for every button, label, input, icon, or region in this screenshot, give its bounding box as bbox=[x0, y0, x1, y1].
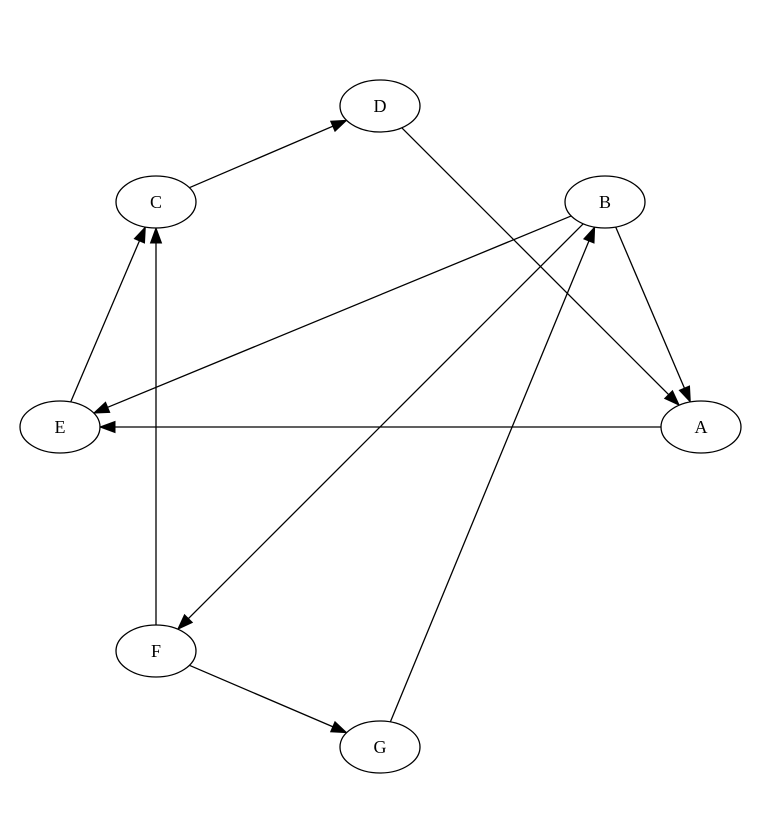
edge-line bbox=[389, 240, 590, 723]
node-ellipse bbox=[115, 624, 197, 678]
node-ellipse bbox=[339, 79, 421, 133]
edges-layer bbox=[70, 119, 691, 734]
arrowhead-icon bbox=[582, 225, 596, 244]
edge-B-to-F bbox=[176, 223, 584, 631]
node-label: F bbox=[151, 641, 161, 661]
node-ellipse bbox=[339, 720, 421, 774]
arrowhead-icon bbox=[98, 420, 116, 434]
node-ellipse bbox=[19, 400, 101, 454]
edge-F-to-G bbox=[189, 664, 348, 734]
arrowhead-icon bbox=[133, 225, 146, 244]
node-ellipse bbox=[564, 175, 646, 229]
node-A: A bbox=[660, 400, 742, 454]
edge-line bbox=[70, 240, 141, 403]
edge-F-to-C bbox=[149, 226, 163, 625]
arrowhead-icon bbox=[176, 613, 194, 631]
edge-G-to-B bbox=[389, 225, 596, 723]
arrowhead-icon bbox=[329, 720, 348, 734]
edge-C-to-D bbox=[189, 119, 348, 189]
node-B: B bbox=[564, 175, 646, 229]
edge-line bbox=[187, 223, 584, 620]
nodes-layer: A B C D E F G bbox=[19, 79, 742, 774]
node-label: D bbox=[374, 96, 387, 116]
edge-E-to-C bbox=[70, 225, 146, 403]
node-label: A bbox=[695, 417, 708, 437]
edge-D-to-A bbox=[401, 127, 681, 407]
arrowhead-icon bbox=[149, 226, 163, 244]
edge-A-to-E bbox=[98, 420, 661, 434]
node-G: G bbox=[339, 720, 421, 774]
arrowhead-icon bbox=[663, 389, 681, 407]
arrowhead-icon bbox=[92, 401, 111, 414]
node-ellipse bbox=[115, 175, 197, 229]
node-label: E bbox=[55, 417, 66, 437]
node-C: C bbox=[115, 175, 197, 229]
edge-line bbox=[107, 215, 572, 408]
node-ellipse bbox=[660, 400, 742, 454]
edge-line bbox=[401, 127, 670, 396]
arrowhead-icon bbox=[678, 385, 691, 404]
node-label: B bbox=[599, 192, 611, 212]
edge-line bbox=[615, 226, 686, 389]
node-F: F bbox=[115, 624, 197, 678]
edge-B-to-A bbox=[615, 226, 691, 404]
edge-B-to-E bbox=[92, 215, 572, 414]
edge-line bbox=[189, 125, 334, 189]
edge-line bbox=[189, 664, 334, 728]
node-D: D bbox=[339, 79, 421, 133]
node-label: C bbox=[150, 192, 162, 212]
node-label: G bbox=[374, 737, 387, 757]
arrowhead-icon bbox=[329, 119, 348, 133]
node-E: E bbox=[19, 400, 101, 454]
